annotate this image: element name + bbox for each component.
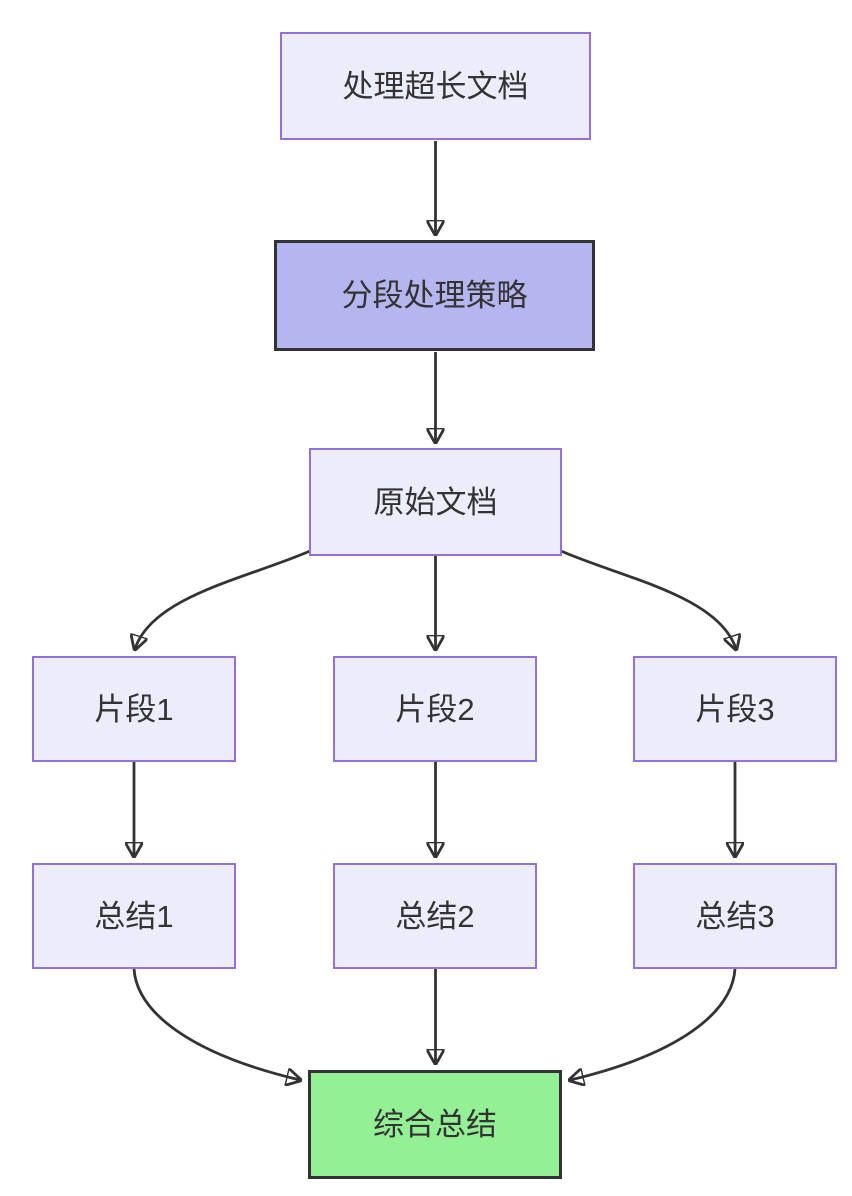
edge-summary1-final xyxy=(132,968,300,1080)
node-summary-3: 总结3 xyxy=(633,863,837,969)
node-label: 综合总结 xyxy=(373,1107,497,1142)
node-label: 片段1 xyxy=(94,691,174,727)
node-label: 总结3 xyxy=(695,898,775,934)
node-summary-1: 总结1 xyxy=(32,863,236,969)
node-chunk-2: 片段2 xyxy=(333,656,537,762)
node-label: 片段3 xyxy=(695,691,775,727)
node-chunk-1: 片段1 xyxy=(32,656,236,762)
node-label: 总结2 xyxy=(395,898,475,934)
node-chunk-3: 片段3 xyxy=(633,656,837,762)
node-label: 总结1 xyxy=(94,898,174,934)
edge-summary3-final xyxy=(570,968,737,1080)
node-label: 原始文档 xyxy=(373,484,498,520)
node-original-document: 原始文档 xyxy=(309,448,562,556)
edge-doc-chunk1 xyxy=(135,549,311,649)
node-label: 片段2 xyxy=(395,691,475,727)
node-label: 处理超长文档 xyxy=(342,68,529,104)
node-summary-2: 总结2 xyxy=(333,863,537,969)
edge-doc-chunk3 xyxy=(560,549,736,649)
node-combined-summary: 综合总结 xyxy=(308,1070,562,1179)
node-chunking-strategy: 分段处理策略 xyxy=(274,240,595,351)
node-label: 分段处理策略 xyxy=(341,278,528,313)
node-process-long-document: 处理超长文档 xyxy=(280,32,591,140)
